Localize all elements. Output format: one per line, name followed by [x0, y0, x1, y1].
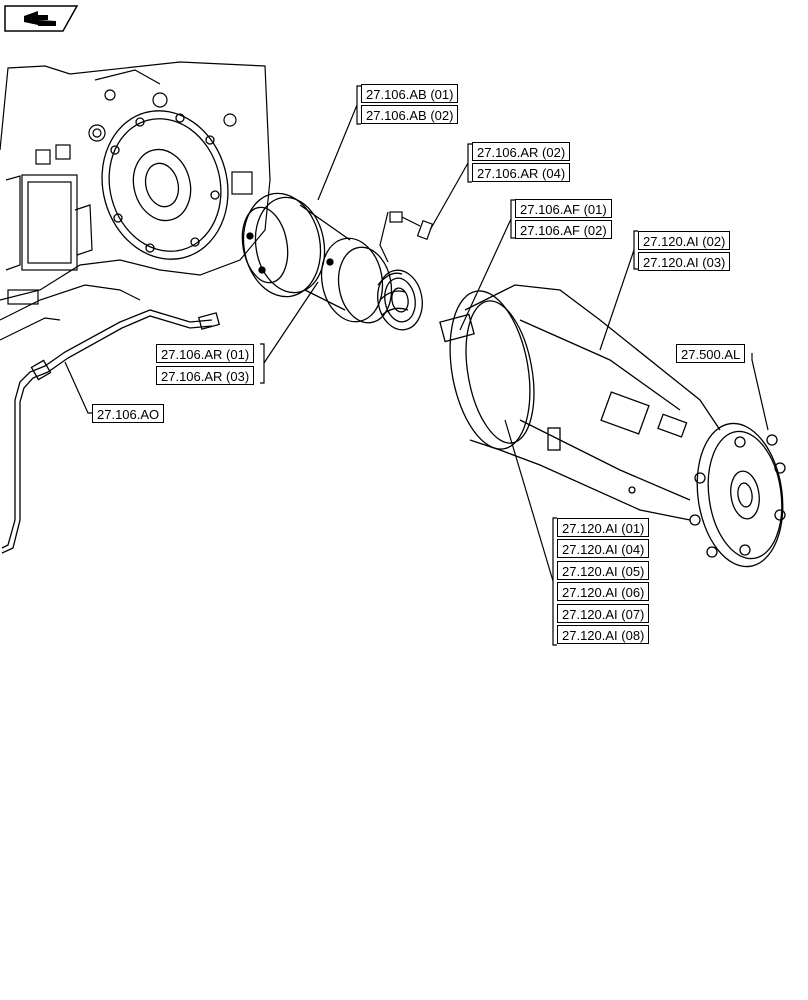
callout-27-106-ar-01[interactable]: 27.106.AR (01): [156, 344, 255, 363]
callout-27-500-al[interactable]: 27.500.AL: [676, 344, 746, 363]
callout-27-106-ar-03[interactable]: 27.106.AR (03): [156, 366, 255, 385]
hydraulic-tube: [1, 309, 221, 554]
differential-assembly: [241, 192, 423, 331]
callout-27-120-ai-02[interactable]: 27.120.AI (02): [638, 231, 731, 250]
callout-27-120-ai-04[interactable]: 27.120.AI (04): [557, 539, 650, 558]
callout-27-106-af-02[interactable]: 27.106.AF (02): [515, 220, 612, 239]
leader-lines: [64, 85, 769, 646]
nav-back-button[interactable]: [5, 6, 77, 32]
book-page-icon[interactable]: [4, 5, 79, 32]
callout-27-106-ab-01[interactable]: 27.106.AB (01): [361, 84, 459, 103]
callout-27-120-ai-05[interactable]: 27.120.AI (05): [557, 561, 650, 580]
callout-27-106-ar-04[interactable]: 27.106.AR (04): [472, 163, 571, 182]
callout-27-120-ai-01[interactable]: 27.120.AI (01): [557, 518, 650, 537]
callout-27-120-ai-07[interactable]: 27.120.AI (07): [557, 604, 650, 623]
callout-27-106-ab-02[interactable]: 27.106.AB (02): [361, 105, 459, 124]
callout-27-120-ai-06[interactable]: 27.120.AI (06): [557, 582, 650, 601]
axle-housing: [439, 284, 786, 568]
transmission-flange: [101, 110, 229, 260]
callout-27-106-af-01[interactable]: 27.106.AF (01): [515, 199, 612, 218]
callout-27-106-ao[interactable]: 27.106.AO: [92, 404, 165, 423]
callout-27-120-ai-03[interactable]: 27.120.AI (03): [638, 252, 731, 271]
callout-27-106-ar-02[interactable]: 27.106.AR (02): [472, 142, 571, 161]
sensor-fitting: [379, 211, 434, 263]
callout-27-120-ai-08[interactable]: 27.120.AI (08): [557, 625, 650, 644]
transmission-housing: [0, 61, 271, 341]
